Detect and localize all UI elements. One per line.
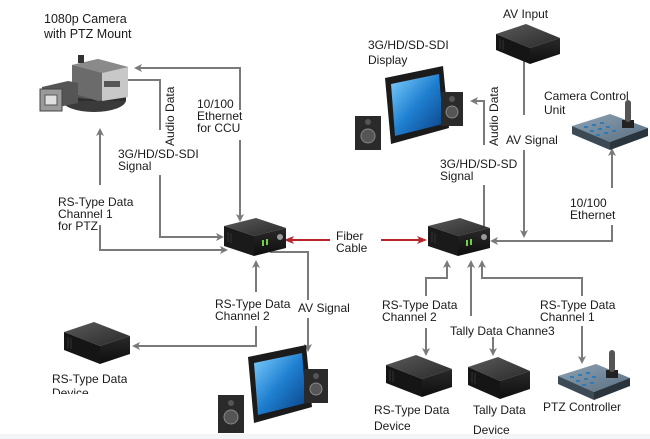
ethernet-ccu-label: 10/100 Ethernet for CCU bbox=[197, 97, 243, 135]
link-rs-ch2-right-up bbox=[425, 260, 451, 296]
ccu-label: Camera Control Unit bbox=[544, 89, 629, 117]
tally-channel-label: Tally Data Channe3 bbox=[450, 324, 555, 338]
link-ethernet-ccu-to-camera bbox=[134, 64, 241, 110]
data-device-box-icon-right bbox=[386, 355, 452, 397]
camera-control-unit-icon bbox=[572, 100, 648, 150]
audio-data-left-label: Audio Data bbox=[163, 86, 177, 146]
ptz-controller-icon bbox=[558, 350, 630, 400]
rs-device-left-label: RS-Type Data Device bbox=[52, 372, 128, 394]
link-rs-ch2-left-down bbox=[132, 326, 257, 350]
link-audio-data-left bbox=[128, 79, 161, 130]
data-device-box-icon bbox=[64, 322, 130, 364]
link-sdi-signal-left bbox=[159, 175, 224, 241]
tally-device-label: Tally Data Device bbox=[473, 403, 526, 437]
rs-ch2-right-label: RS-Type Data Channel 2 bbox=[382, 298, 458, 324]
av-signal-right-label: AV Signal bbox=[506, 133, 558, 147]
fiber-receiver-icon bbox=[428, 218, 490, 256]
ptz-controller-label: PTZ Controller bbox=[543, 400, 622, 414]
link-av-signal-left bbox=[270, 251, 309, 300]
link-rs-ch1-ptz-to-transmitter bbox=[99, 225, 228, 254]
av-input-box-icon bbox=[496, 24, 560, 64]
ptz-camera-icon bbox=[39, 55, 128, 112]
camera-label: 1080p Camera with PTZ Mount bbox=[44, 12, 132, 41]
av-signal-left-label: AV Signal bbox=[298, 301, 350, 315]
fiber-transmitter-icon bbox=[224, 218, 286, 256]
tally-device-box-icon bbox=[468, 357, 530, 399]
display-with-speakers-icon bbox=[355, 66, 463, 150]
rs-ch1-right-label: RS-Type Data Channel 1 bbox=[540, 298, 616, 324]
fiber-cable-label: Fiber Cable bbox=[336, 229, 368, 255]
link-ethernet-right-to-receiver bbox=[490, 225, 613, 245]
ethernet-right-label: 10/100 Ethernet bbox=[570, 196, 616, 222]
display-with-speakers-icon-bottom bbox=[218, 345, 328, 433]
link-audio-data-right bbox=[470, 97, 485, 145]
rs-ch2-left-label: RS-Type Data Channel 2 bbox=[215, 297, 291, 323]
link-rs-ch1-right-up bbox=[478, 260, 583, 296]
audio-data-right-label: Audio Data bbox=[487, 86, 501, 146]
rs-ch1-ptz-label: RS-Type Data Channel 1 for PTZ bbox=[58, 195, 134, 233]
bottom-edge bbox=[0, 434, 650, 439]
sdi-signal-left-label: 3G/HD/SD-SDI Signal bbox=[118, 147, 199, 173]
av-input-label: AV Input bbox=[503, 7, 549, 21]
display-top-label: 3G/HD/SD-SDI Display bbox=[368, 38, 449, 67]
sdi-signal-right-label: 3G/HD/SD-SD Signal bbox=[440, 157, 518, 183]
rs-device-right-label: RS-Type Data Device bbox=[374, 403, 450, 433]
